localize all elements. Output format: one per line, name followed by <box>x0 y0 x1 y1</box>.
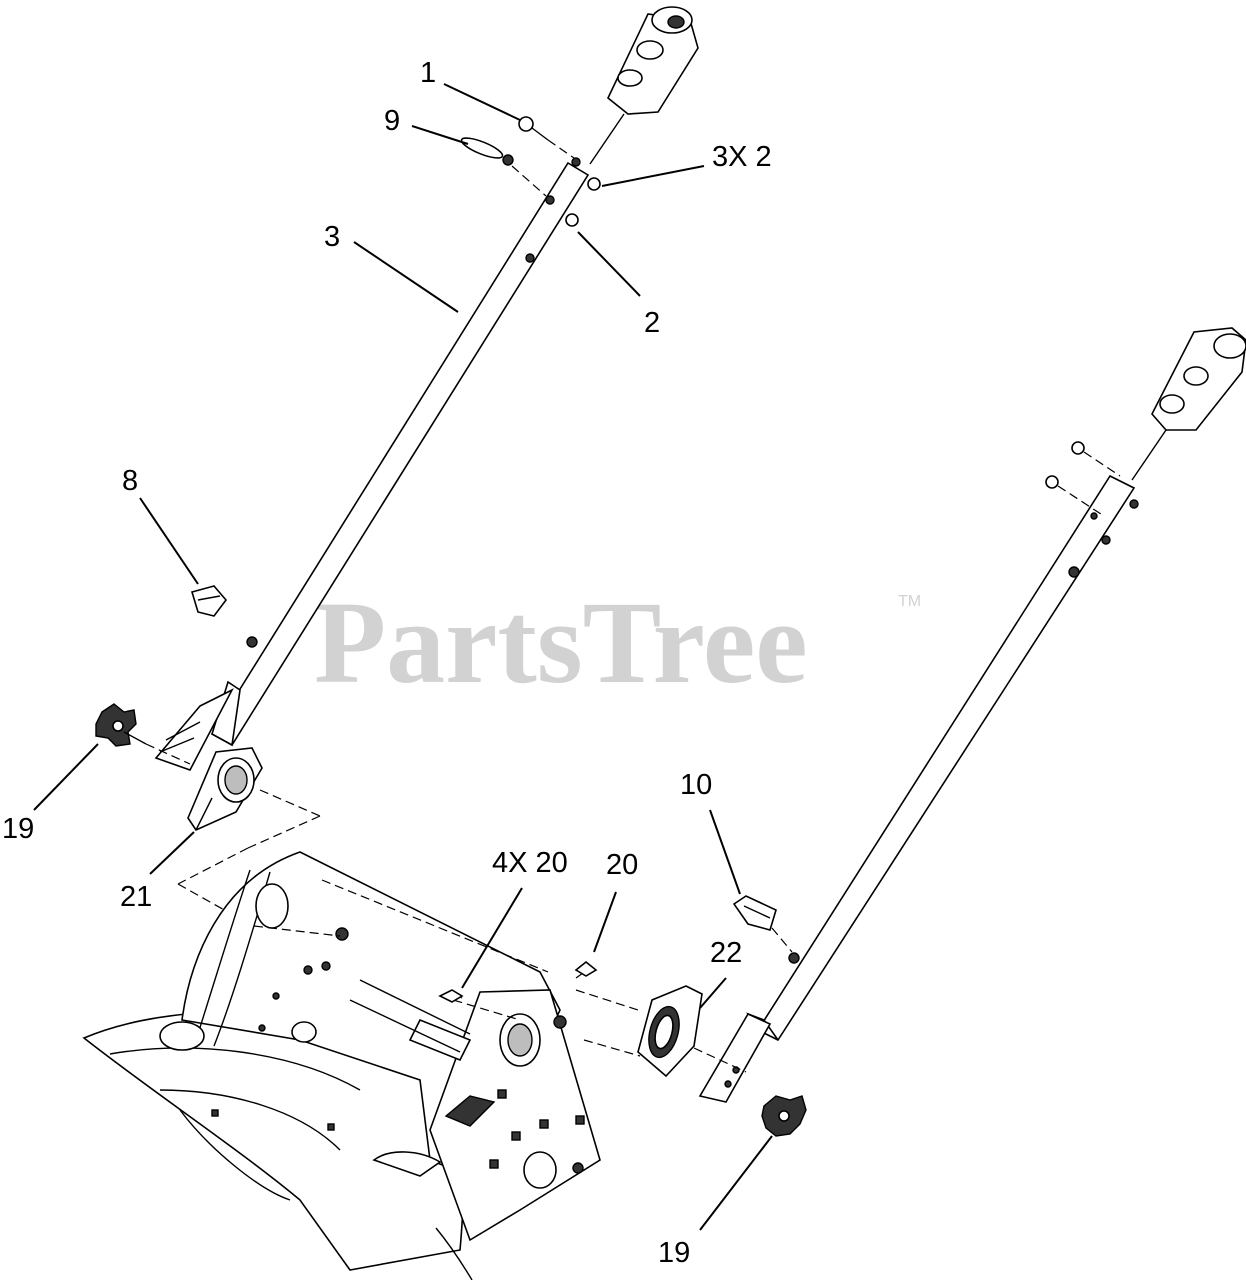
callout-9: 9 <box>384 105 400 137</box>
callout-1: 1 <box>420 57 436 89</box>
callout-21: 21 <box>120 881 152 913</box>
clip-part-9 <box>460 137 547 197</box>
pin-part-1 <box>518 116 575 159</box>
right-knob-part-19 <box>761 1095 807 1137</box>
left-knob-part-19 <box>95 703 191 765</box>
cable-clip-part-10 <box>732 895 793 953</box>
left-handle-grip <box>589 6 699 165</box>
callout-20: 20 <box>606 849 638 881</box>
callout-19-right: 19 <box>658 1237 690 1269</box>
watermark: PartsTree TM <box>314 577 921 708</box>
callout-labels: 1 9 3X 2 3 2 8 19 21 10 4X 20 20 22 19 <box>2 57 772 1269</box>
callout-8: 8 <box>122 465 138 497</box>
watermark-trademark: TM <box>898 593 921 610</box>
left-bracket-part-21 <box>177 747 321 931</box>
right-handle-tube <box>698 474 1139 1103</box>
leader-lines <box>33 83 773 1231</box>
left-handle-tube <box>154 157 590 771</box>
cable-guide-part-8 <box>190 585 228 617</box>
watermark-text: PartsTree <box>314 577 808 708</box>
right-bracket-part-22 <box>637 985 747 1078</box>
bolts-part-20 <box>438 960 598 1003</box>
right-pins <box>1045 441 1121 517</box>
machine-body <box>82 851 601 1280</box>
callout-3: 3 <box>324 221 340 253</box>
callout-4x20: 4X 20 <box>492 847 568 879</box>
callout-2: 2 <box>644 307 660 339</box>
right-handle-grip <box>1131 327 1246 481</box>
callout-10: 10 <box>680 769 712 801</box>
nuts-part-2 <box>565 177 601 227</box>
callout-19-left: 19 <box>2 813 34 845</box>
callout-22: 22 <box>710 937 742 969</box>
callout-3x2: 3X 2 <box>712 141 772 173</box>
